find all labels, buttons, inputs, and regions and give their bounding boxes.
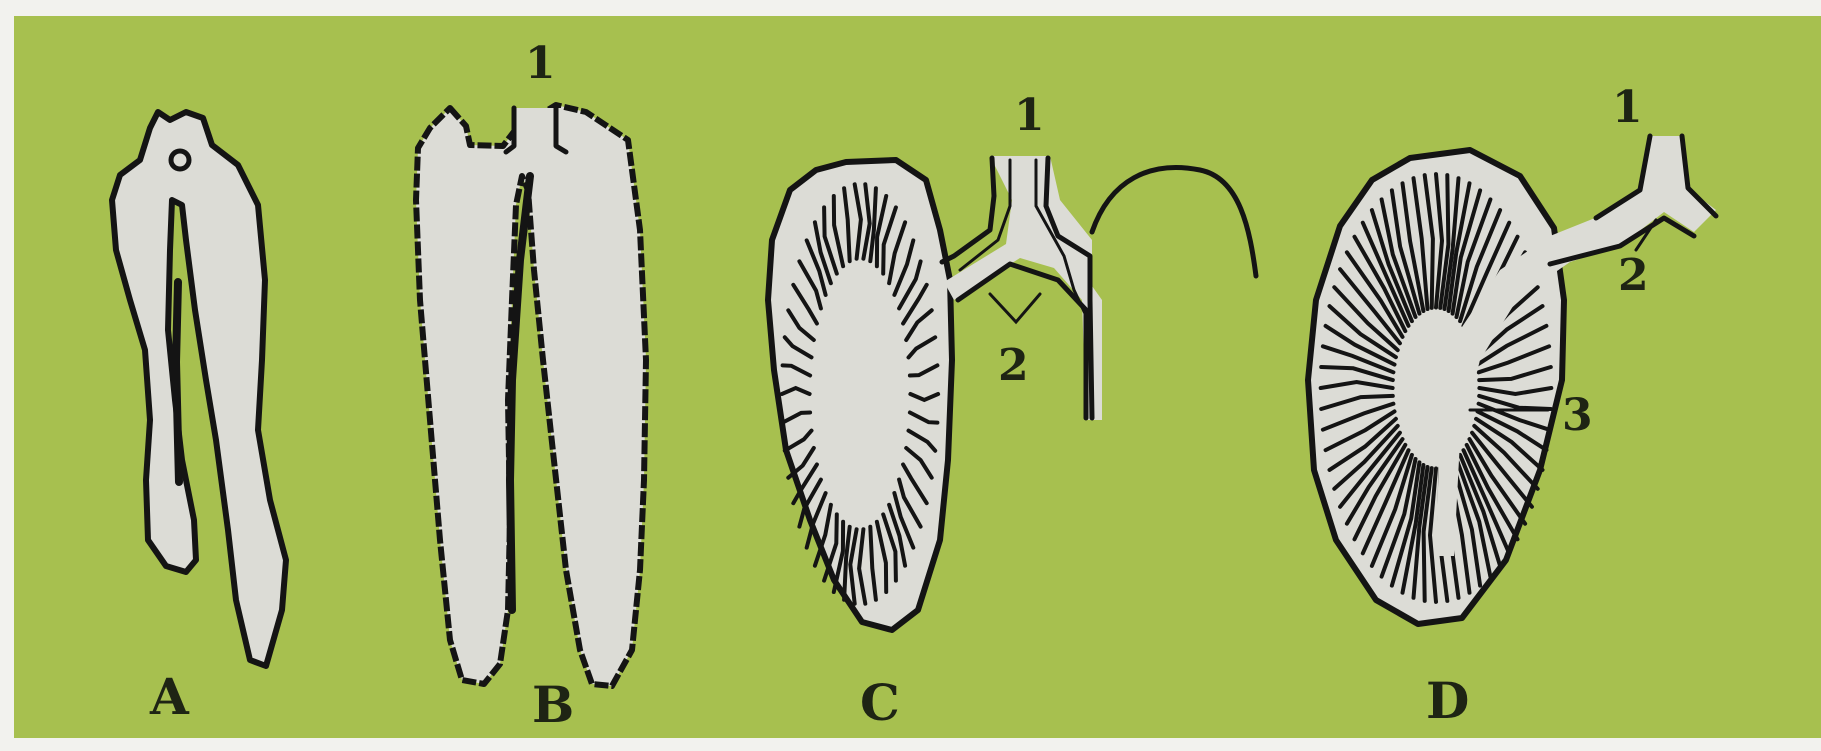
- label-b-1: 1: [525, 38, 556, 89]
- label-d-3: 3: [1562, 390, 1593, 441]
- label-d-2: 2: [1618, 250, 1649, 301]
- organ-a-cleft-line: [176, 282, 179, 482]
- label-c-2: 2: [998, 340, 1029, 391]
- label-letter-a: A: [149, 667, 190, 726]
- label-letter-d: D: [1426, 671, 1469, 730]
- label-d-1: 1: [1612, 82, 1643, 133]
- label-letter-c: C: [860, 673, 900, 732]
- label-c-1: 1: [1014, 90, 1045, 141]
- organ-a-opening: [171, 151, 189, 169]
- label-letter-b: B: [532, 675, 574, 734]
